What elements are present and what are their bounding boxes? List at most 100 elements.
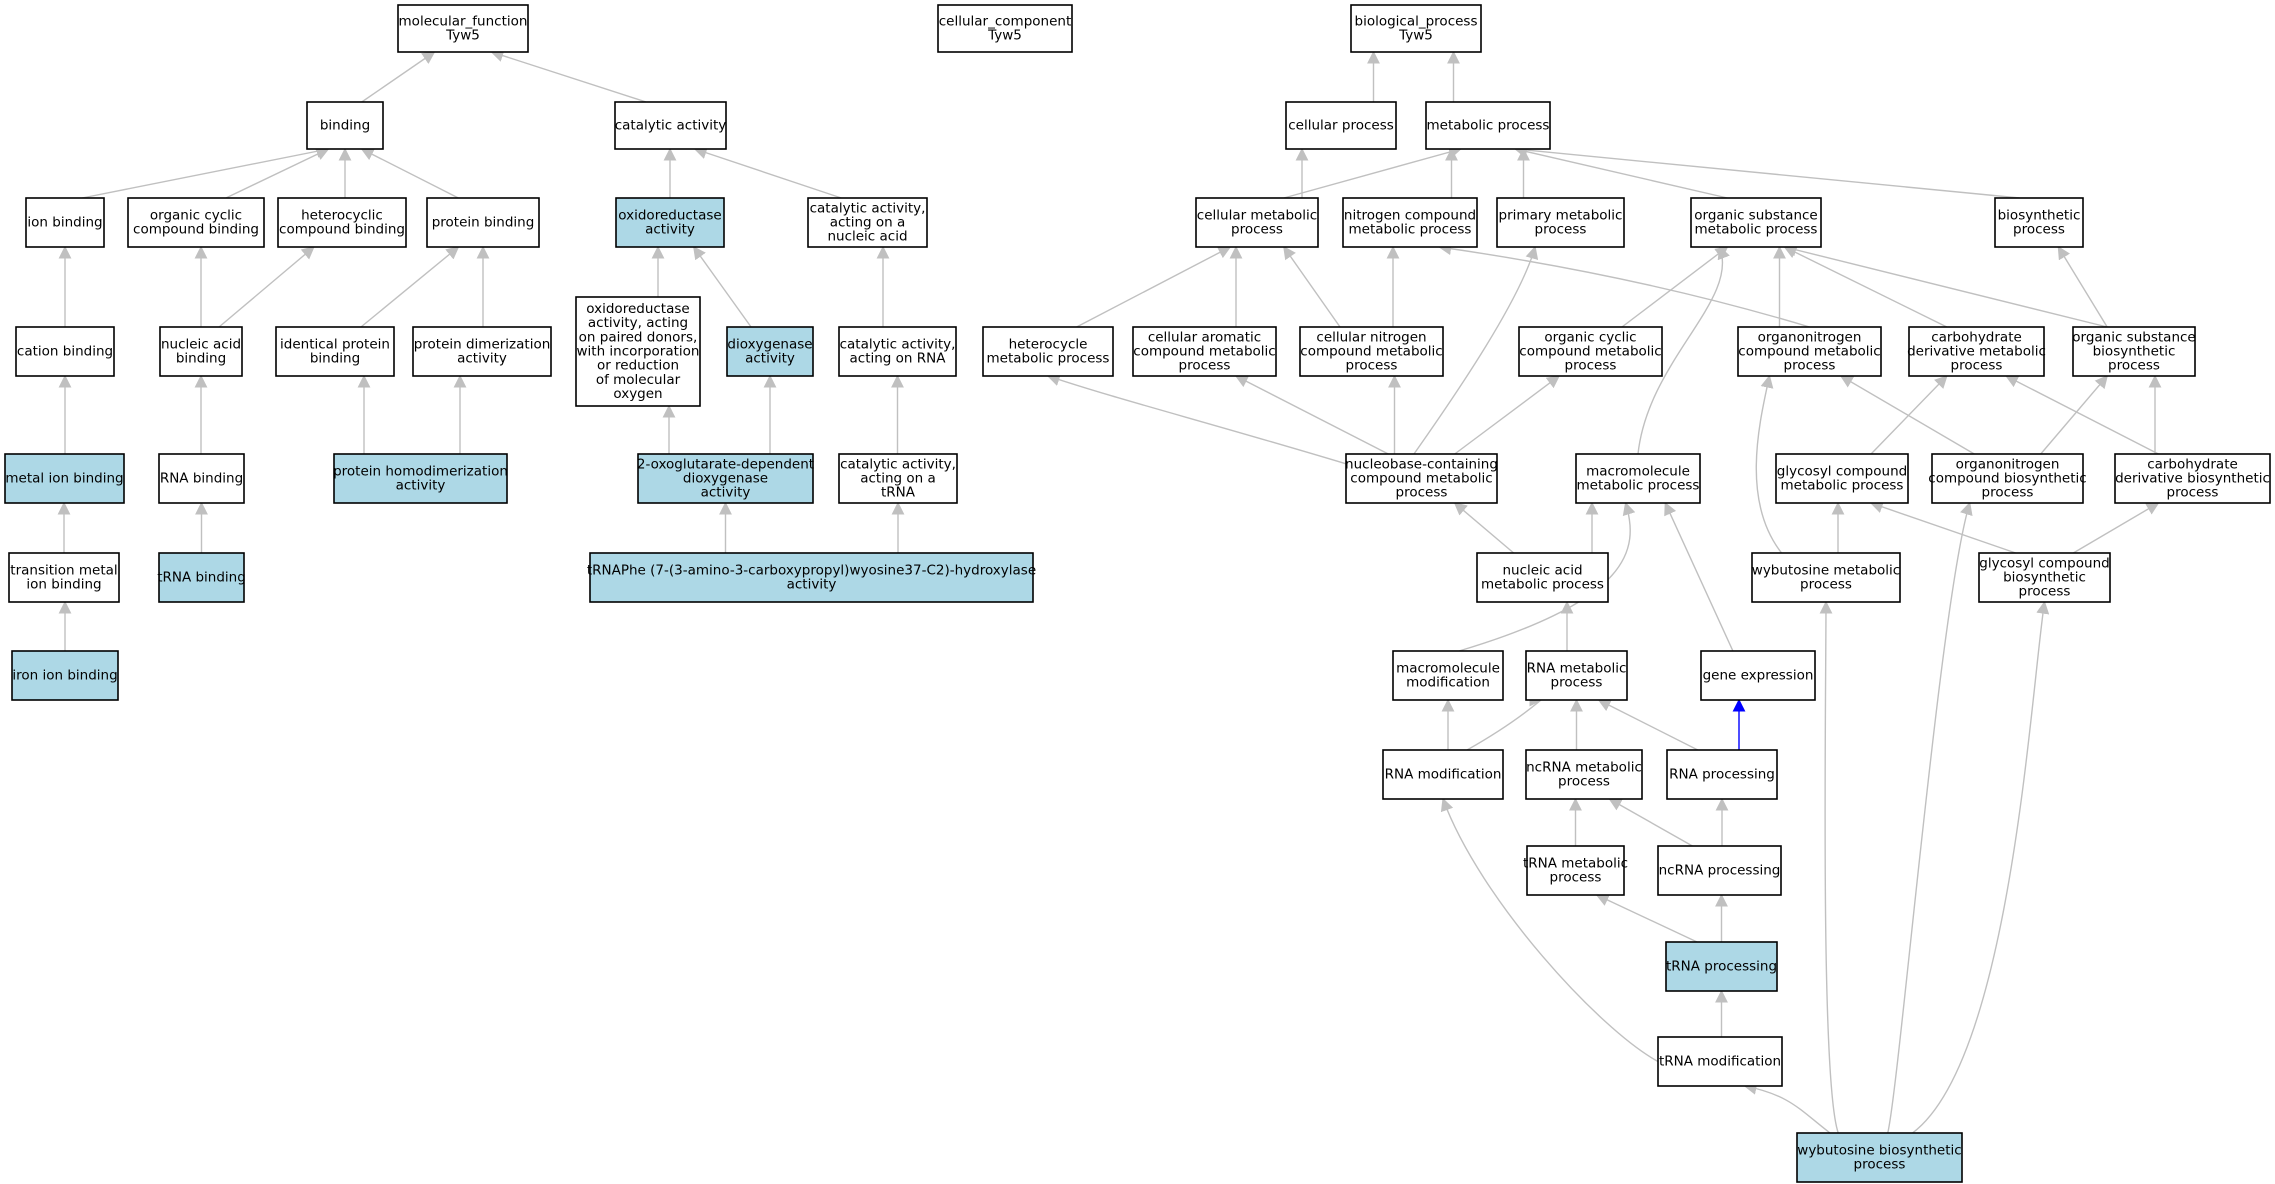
- go-term-node-cat[interactable]: catalytic activity: [614, 101, 727, 150]
- node-box: [4, 453, 125, 504]
- go-term-node-metproc[interactable]: metabolic process: [1425, 101, 1551, 150]
- go-term-node-rnab[interactable]: RNA binding: [158, 453, 245, 504]
- node-label-line: nucleic acid: [1502, 562, 1582, 578]
- node-label-line: on paired donors,: [579, 329, 698, 345]
- node-box: [1496, 197, 1625, 248]
- go-term-node-geneexp[interactable]: gene expression: [1700, 650, 1816, 701]
- go-term-node-cellproc[interactable]: cellular process: [1285, 101, 1397, 150]
- node-box: [1657, 1036, 1783, 1087]
- node-label-line: acting on RNA: [850, 351, 947, 367]
- node-box: [575, 296, 701, 407]
- node-label-line: 2-oxoglutarate-dependent: [637, 456, 814, 472]
- node-label-line: process: [1951, 358, 2003, 374]
- go-term-node-metionb[interactable]: metal ion binding: [4, 453, 125, 504]
- node-label-line: gene expression: [1703, 667, 1814, 683]
- edge-rnamod-to-rnamet: [1466, 693, 1543, 751]
- go-term-node-ironb[interactable]: iron ion binding: [11, 650, 119, 701]
- node-label-line: nitrogen compound: [1344, 207, 1476, 223]
- node-label-line: of molecular: [596, 372, 681, 388]
- go-term-node-catrna[interactable]: catalytic activity,acting on RNA: [838, 326, 957, 377]
- go-term-node-trnaphe[interactable]: tRNAPhe (7-(3-amino-3-carboxypropyl)wyos…: [587, 552, 1036, 603]
- go-term-node-trnaproc[interactable]: tRNA processing: [1665, 941, 1778, 992]
- node-label-line: metabolic process: [1481, 577, 1604, 593]
- node-label-line: RNA binding: [160, 470, 243, 486]
- edge-cellnit-to-cellmet: [1283, 245, 1341, 328]
- edge-protb-to-binding: [360, 148, 459, 199]
- node-label-line: activity: [701, 485, 751, 501]
- go-term-node-ncrnaproc[interactable]: ncRNA processing: [1657, 845, 1782, 896]
- edge-group: [1413, 245, 1539, 455]
- node-label-line: RNA modification: [1385, 766, 1502, 782]
- node-label-line: tRNA modification: [1659, 1053, 1781, 1069]
- go-term-node-oxoglut[interactable]: 2-oxoglutarate-dependentdioxygenaseactiv…: [637, 453, 814, 504]
- go-term-node-trnamod[interactable]: tRNA modification: [1657, 1036, 1783, 1087]
- node-box: [159, 326, 243, 377]
- go-term-node-ionb[interactable]: ion binding: [25, 197, 105, 248]
- node-label-line: catalytic activity,: [840, 336, 956, 352]
- node-label-line: process: [2019, 584, 2071, 600]
- node-box: [25, 197, 105, 248]
- node-label-line: nucleobase-containing: [1345, 456, 1498, 472]
- node-box: [412, 326, 552, 377]
- node-label-line: Tyw5: [987, 28, 1022, 44]
- node-label-line: protein dimerization: [414, 336, 551, 352]
- edges-layer: [57, 49, 2162, 1134]
- node-box: [982, 326, 1114, 377]
- edge-macromet-to-orgsub: [1637, 245, 1730, 455]
- node-label-line: metabolic process: [1781, 478, 1904, 494]
- node-box: [158, 453, 245, 504]
- go-term-node-cationb[interactable]: cation binding: [15, 326, 115, 377]
- go-term-node-binding[interactable]: binding: [306, 101, 384, 150]
- node-label-line: binding: [176, 351, 226, 367]
- node-label-line: process: [1565, 358, 1617, 374]
- node-label-line: iron ion binding: [12, 667, 117, 683]
- go-term-node-protb[interactable]: protein binding: [426, 197, 540, 248]
- edge-group: [1440, 797, 1659, 1063]
- go-term-node-rnaproc[interactable]: RNA processing: [1666, 749, 1778, 800]
- go-term-node-trnab[interactable]: tRNA binding: [157, 552, 246, 603]
- go-term-node-rnamod[interactable]: RNA modification: [1382, 749, 1504, 800]
- node-box: [1382, 749, 1504, 800]
- edge-ncrnaproc-to-ncrnamet: [1608, 798, 1693, 847]
